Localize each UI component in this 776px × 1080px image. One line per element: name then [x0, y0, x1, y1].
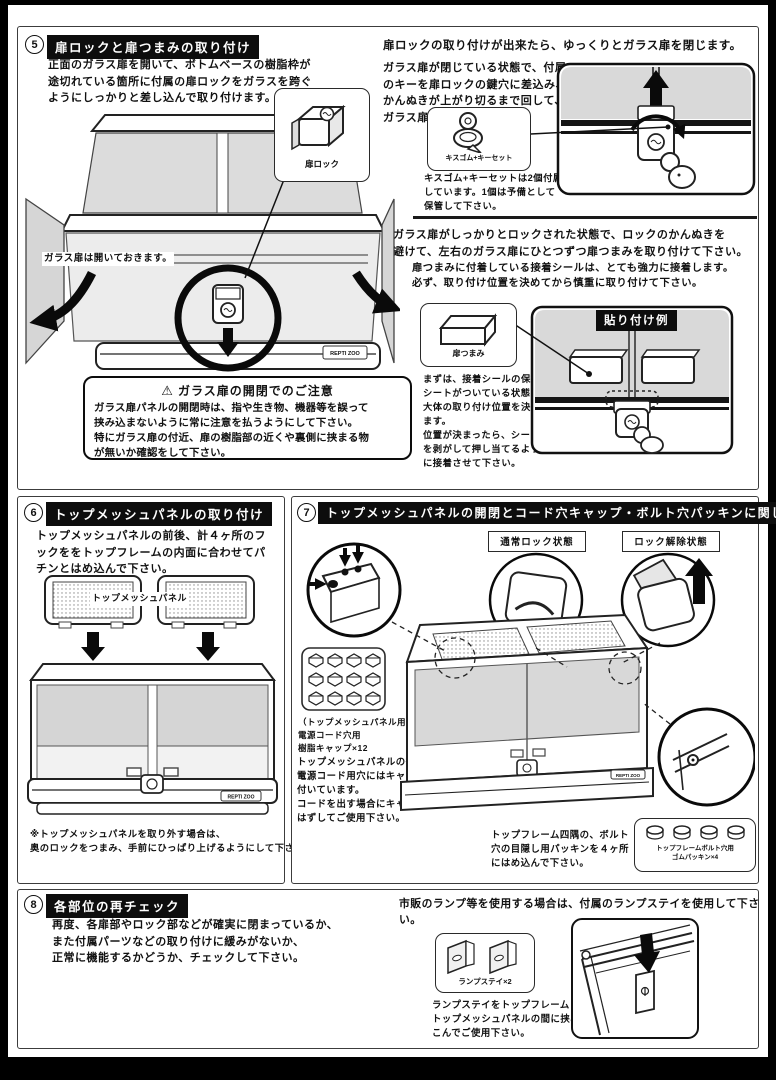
section-8-number: 8: [24, 895, 43, 914]
caution-body: ガラス扉パネルの開閉時は、指や生き物、機器等を誤って 挟み込まないように常に注意…: [94, 403, 370, 460]
rubber-packing-inset: トップフレームボルト穴用 ゴムパッキン×4: [634, 818, 756, 872]
caps-caption: （トップメッシュパネル用） 電源コード穴用 樹脂キャップ×12: [298, 717, 416, 753]
keep-doors-open-label: ガラス扉は開いておきます。: [42, 252, 175, 267]
door-lock-inset: 扉ロック: [274, 88, 370, 182]
lamp-stay-lead: 市販のランプ等を使用する場合は、付属のランプステイを使用して下さい。: [399, 898, 760, 927]
lock-key-illustration: [556, 62, 756, 196]
section6-note: ※トップメッシュパネルを取り外す場合は、 奥のロックをつまみ、手前にひっぱり上げ…: [30, 829, 314, 853]
mesh-panel-operation-illustration: REPTI ZOO: [301, 542, 755, 812]
lamp-stay-label: ランプステイ×2: [458, 977, 512, 986]
key-set-note: キスゴム+キーセットは2個付属 しています。1個は予備として 保管して下さい。: [424, 173, 563, 211]
glass-door-caution-box: ⚠ ガラス扉の開閉でのご注意 ガラス扉パネルの開閉時は、指や生き物、機器等を誤っ…: [83, 376, 412, 460]
lamp-stay-icon: [447, 939, 517, 975]
key-set-label: キスゴム+キーセット: [445, 155, 513, 162]
section-7-title: トップメッシュパネルの開閉とコード穴キャップ・ボルト穴パッキンに関して: [318, 502, 776, 524]
mesh-panel-label: トップメッシュパネル: [90, 592, 190, 606]
rubber-packing-icon: [646, 825, 745, 840]
door-knob-inset: 扉つまみ: [420, 303, 517, 367]
seal-warning-text: 扉つまみに付着している接着シールは、とても強力に接着します。 必ず、取り付け位置…: [412, 263, 734, 290]
section8-body-text: 再度、各扉部やロック部などが確実に閉まっているか、 また付属パーツなどの取り付け…: [52, 919, 339, 964]
suction-key-icon: [453, 112, 483, 153]
section-7-number: 7: [297, 503, 316, 522]
caution-title: ガラス扉の開閉でのご注意: [177, 384, 334, 398]
caps-note: トップメッシュパネルの後方の 電源コード用穴にはキャップが 付いています。 コー…: [297, 756, 436, 824]
brand-logo: REPTI ZOO: [616, 773, 641, 778]
lamp-stay-note: ランプステイをトップフレームと トップメッシュパネルの間に挟み こんでご使用下さ…: [432, 999, 581, 1039]
section-6-number: 6: [24, 503, 43, 522]
lamp-stay-install-illustration: [571, 918, 699, 1039]
warning-icon: ⚠: [161, 382, 174, 398]
section-5-number: 5: [25, 35, 44, 54]
divider: [413, 216, 757, 219]
knob-attach-instructions: ガラス扉がしっかりとロックされた状態で、ロックのかんぬきを 避けて、左右のガラス…: [393, 229, 748, 258]
key-set-inset: キスゴム+キーセット: [427, 107, 531, 171]
lamp-stay-inset: ランプステイ×2: [435, 933, 535, 993]
door-lock-icon: [291, 104, 346, 151]
section-8-title: 各部位の再チェック: [46, 894, 189, 918]
unlocked-state-label: ロック解除状態: [622, 531, 720, 552]
packing-note: トップフレーム四隅の、ボルト 穴の目隠し用パッキンを４ヶ所 にはめ込んで下さい。: [491, 829, 629, 869]
door-knob-label: 扉つまみ: [452, 349, 485, 358]
door-lock-label: 扉ロック: [304, 159, 339, 169]
attach-example-title: 貼り付け例: [596, 310, 677, 331]
brand-logo: REPTI ZOO: [228, 795, 255, 801]
attach-example-steps: まずは、接着シールの保護 シートがついている状態で 大体の取り付け位置を決め ま…: [423, 374, 541, 468]
section6-body-text: トップメッシュパネルの前後、計４ヶ所のフ ックををトップフレームの内面に合わせて…: [36, 530, 266, 575]
mesh-panel-install-illustration: REPTI ZOO: [27, 575, 278, 815]
section-6-title: トップメッシュパネルの取り付け: [46, 502, 273, 526]
section-5-title: 扉ロックと扉つまみの取り付け: [47, 35, 260, 59]
door-knob-icon: [438, 313, 498, 347]
brand-logo: REPTI ZOO: [330, 351, 360, 357]
close-door-lead: 扉ロックの取り付けが出来たら、ゆっくりとガラス扉を閉じます。: [383, 40, 742, 52]
normal-lock-state-label: 通常ロック状態: [488, 531, 586, 552]
rubber-packing-label: トップフレームボルト穴用 ゴムパッキン×4: [656, 845, 734, 861]
key-lock-instructions: ガラス扉が閉じている状態で、付属 のキーを扉ロックの鍵穴に差込み、 かんぬきが上…: [383, 62, 567, 124]
section5-intro-text: 正面のガラス扉を開いて、ボトムベースの樹脂枠が 途切れている箇所に付属の扉ロック…: [48, 59, 312, 104]
